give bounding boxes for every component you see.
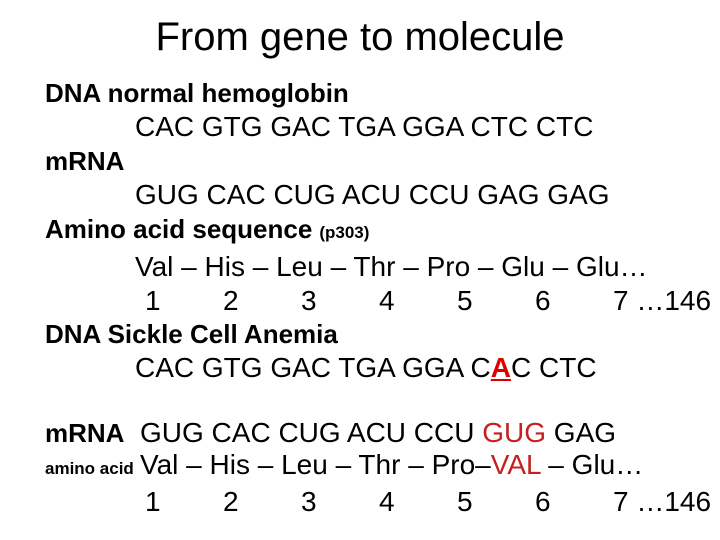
position-number: 1: [145, 285, 161, 316]
slide-body: DNA normal hemoglobin CAC GTG GAC TGA GG…: [0, 76, 720, 518]
page-reference: (p303): [319, 223, 370, 242]
normal-position-row: 1 2 3 4 5 6 7 …146: [145, 284, 712, 317]
sickle-amino-pre: Val – His – Leu – Thr – Pro–: [140, 449, 491, 480]
position-number: 1: [145, 486, 161, 517]
position-number: 3: [301, 486, 317, 517]
sickle-amino-row: amino acid Val – His – Leu – Thr – Pro–VA…: [45, 449, 712, 485]
sickle-dna-post: C CTC: [511, 352, 597, 383]
mrna-heading: mRNA: [45, 146, 125, 176]
position-number: 7 …146: [613, 285, 712, 316]
normal-dna-heading: DNA normal hemoglobin: [45, 78, 349, 108]
sickle-dna-sequence: CAC GTG GAC TGA GGA CAC CTC: [45, 351, 712, 385]
sickle-mrna-pre: GUG CAC CUG ACU CCU: [140, 417, 483, 448]
normal-dna-sequence: CAC GTG GAC TGA GGA CTC CTC: [135, 111, 594, 142]
sickle-amino-post: – Glu…: [540, 449, 644, 480]
position-number: 6: [535, 486, 551, 517]
normal-mrna-sequence: GUG CAC CUG ACU CCU GAG GAG: [135, 179, 610, 210]
amino-acid-heading-text: Amino acid sequence: [45, 214, 313, 244]
position-number: 2: [223, 486, 239, 517]
mutated-base: A: [490, 352, 512, 383]
normal-amino-chain: Val – His – Leu – Thr – Pro – Glu – Glu…: [135, 251, 648, 282]
sickle-mrna-post: GAG: [546, 417, 617, 448]
sickle-amino-label: amino acid: [45, 459, 134, 478]
position-number: 7 …146: [613, 486, 712, 517]
position-number: 2: [223, 285, 239, 316]
position-number: 4: [379, 486, 395, 517]
position-number: 6: [535, 285, 551, 316]
sickle-position-row: 1 2 3 4 5 6 7 …146: [145, 485, 712, 518]
slide-title: From gene to molecule: [155, 15, 565, 59]
sickle-mrna-row: mRNA GUG CAC CUG ACU CCU GUG GAG: [45, 417, 712, 449]
sickle-dna-heading: DNA Sickle Cell Anemia: [45, 319, 338, 349]
sickle-mrna-label: mRNA: [45, 418, 125, 448]
amino-acid-heading: Amino acid sequence (p303): [45, 212, 712, 250]
position-number: 5: [457, 285, 473, 316]
spacer: [45, 385, 712, 417]
position-number: 5: [457, 486, 473, 517]
mutated-codon: GUG: [482, 417, 547, 448]
mutated-amino-acid: VAL: [490, 449, 541, 480]
position-number: 3: [301, 285, 317, 316]
sickle-dna-pre: CAC GTG GAC TGA GGA C: [135, 352, 491, 383]
position-number: 4: [379, 285, 395, 316]
